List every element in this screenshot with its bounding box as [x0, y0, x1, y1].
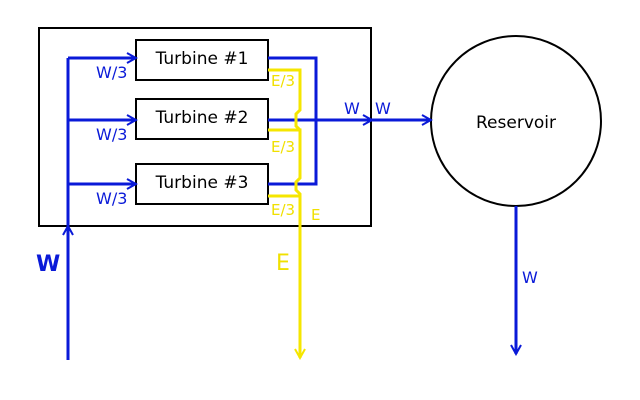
energy-from-turbine-3 — [268, 194, 302, 222]
turbine-2-label: Turbine #2 — [155, 108, 249, 128]
water-out-1 — [268, 56, 318, 120]
inflow-label: W — [36, 252, 61, 277]
reservoir-label: Reservoir — [476, 113, 556, 133]
energy-label-2: E/3 — [271, 138, 296, 156]
water-split-label-2: W/3 — [96, 125, 128, 144]
energy-label-3: E/3 — [271, 201, 296, 219]
turbine-3-label: Turbine #3 — [155, 173, 249, 193]
water-out-3 — [268, 120, 318, 186]
energy-out-label: E — [276, 251, 290, 276]
energy-from-turbine-2 — [268, 128, 302, 206]
turbine-box-2 — [135, 98, 269, 140]
energy-label-1: E/3 — [271, 72, 296, 90]
water-split-label-3: W/3 — [96, 189, 128, 208]
reservoir-out-label: W — [522, 268, 538, 287]
energy-collection — [268, 68, 302, 358]
plant-enclosure — [38, 27, 372, 227]
energy-sum-label: E — [311, 206, 321, 224]
reservoir-in-label: W — [375, 99, 391, 118]
water-distribution — [68, 58, 516, 360]
turbine-1-label: Turbine #1 — [155, 49, 249, 69]
combined-water-label: W — [344, 99, 360, 118]
water-split-label-1: W/3 — [96, 63, 128, 82]
